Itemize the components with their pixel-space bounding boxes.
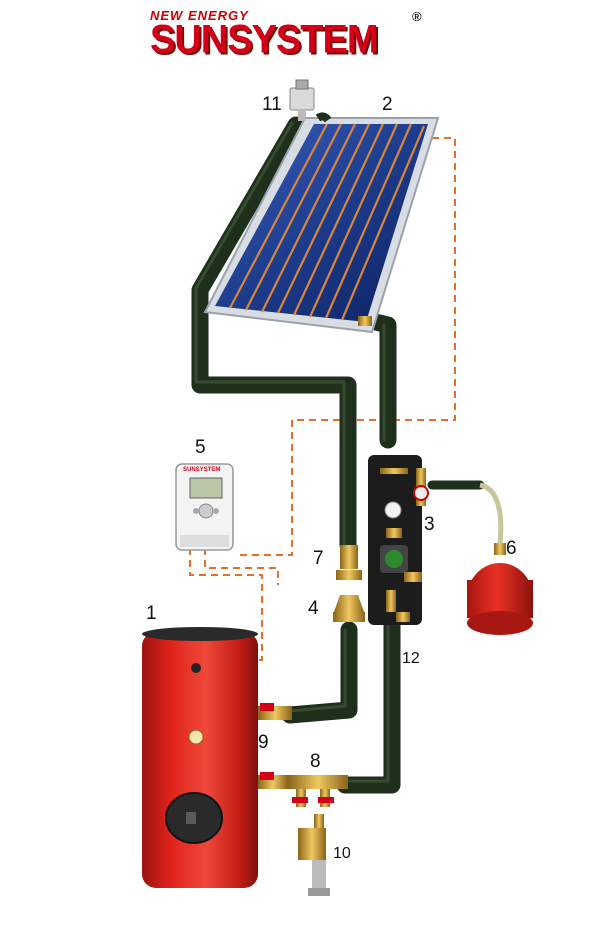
label-pump-station: 3 <box>424 514 435 535</box>
solar-controller <box>175 463 234 551</box>
pipe-highlights <box>194 121 390 783</box>
flow-pipe-left <box>191 116 357 554</box>
return-pipe-12 <box>336 616 401 794</box>
label-filter: 4 <box>308 598 319 619</box>
registered-mark: ® <box>412 9 422 24</box>
label-controller: 5 <box>195 437 206 458</box>
tank-sensor-wire <box>189 548 263 661</box>
label-tank: 1 <box>146 603 157 624</box>
label-expansion-vessel: 6 <box>506 538 517 559</box>
insulated-pipes <box>191 116 485 794</box>
controller-brand: SUNSYSTEM <box>183 467 221 473</box>
label-drain-valve-10: 10 <box>333 845 351 862</box>
expansion-vessel <box>467 543 533 635</box>
solar-collector <box>203 117 440 334</box>
label-ball-valve-9: 9 <box>258 732 269 753</box>
logo-brand: SUNSYSTEM <box>150 17 378 63</box>
air-vent <box>289 79 332 123</box>
tank-sensor-wire-2 <box>204 548 279 585</box>
brass-fittings <box>333 545 365 622</box>
pump-station <box>368 455 429 625</box>
absorber-strips <box>229 123 426 321</box>
label-tee-8: 8 <box>310 751 321 772</box>
flow-pipe-to-tank <box>281 621 358 724</box>
tank-connections <box>258 703 348 896</box>
label-pipe-12: 12 <box>402 650 420 667</box>
sensor-wires <box>189 137 456 661</box>
storage-tank <box>142 627 258 888</box>
label-valve-7: 7 <box>313 548 324 569</box>
flexible-hose <box>479 482 504 546</box>
label-collector: 2 <box>382 94 393 115</box>
collector-sensor-wire <box>240 137 456 556</box>
label-air-vent-11: 11 <box>262 94 282 115</box>
logo-tagline: NEW ENERGY <box>150 8 249 23</box>
